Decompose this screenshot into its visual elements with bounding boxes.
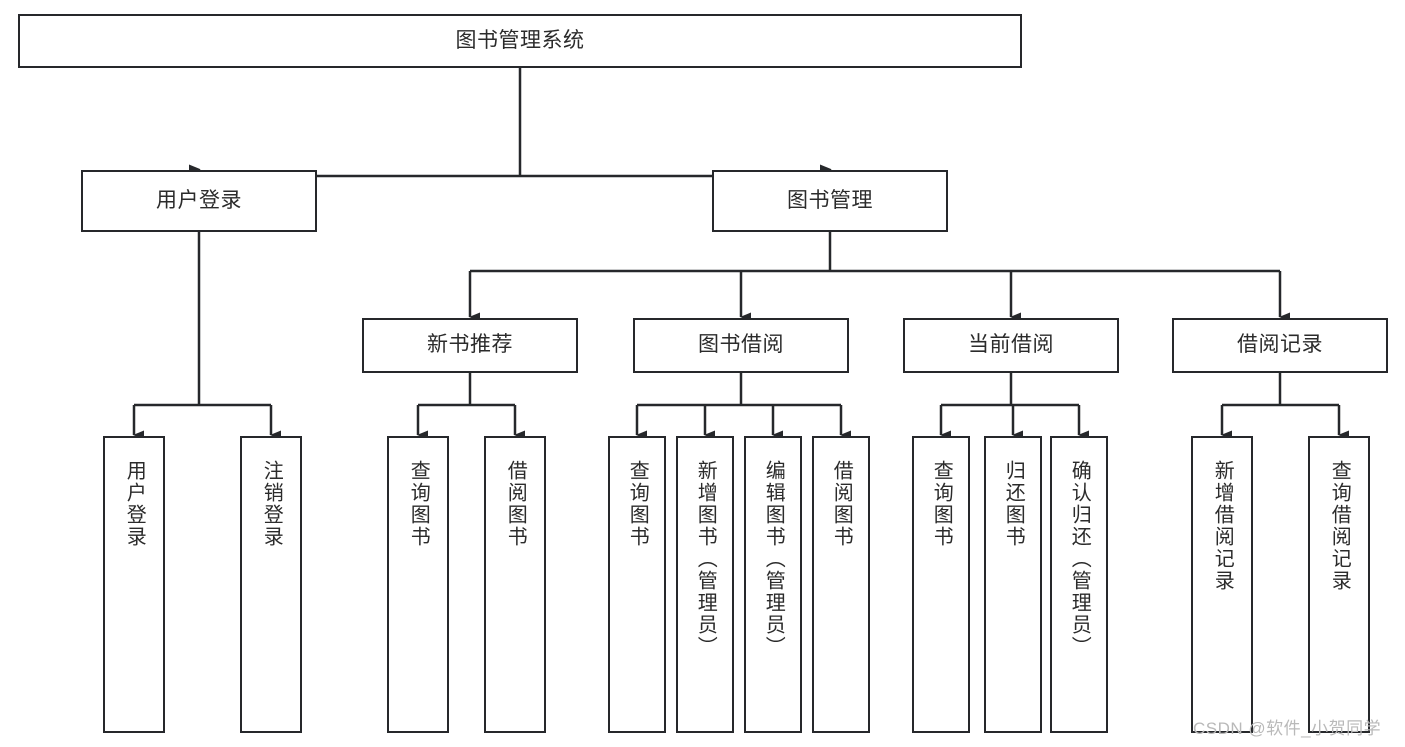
node-leaf-confirm-return-admin[interactable]: 确认归还（管理员） [1050, 436, 1108, 733]
node-borrow-record[interactable]: 借阅记录 [1172, 318, 1388, 373]
node-current-borrow[interactable]: 当前借阅 [903, 318, 1119, 373]
node-leaf-logout[interactable]: 注销登录 [240, 436, 302, 733]
node-label: 借阅记录 [1237, 333, 1323, 357]
node-leaf-add-borrow-record[interactable]: 新增借阅记录 [1191, 436, 1253, 733]
node-label: 编辑图书（管理员） [762, 460, 785, 658]
node-label: 确认归还（管理员） [1068, 460, 1091, 658]
node-leaf-edit-book-admin[interactable]: 编辑图书（管理员） [744, 436, 802, 733]
node-label: 图书管理 [787, 188, 873, 212]
node-leaf-query-book-current[interactable]: 查询图书 [912, 436, 970, 733]
node-leaf-query-book-borrow[interactable]: 查询图书 [608, 436, 666, 733]
node-leaf-user-login[interactable]: 用户登录 [103, 436, 165, 733]
node-book-borrow[interactable]: 图书借阅 [633, 318, 849, 373]
node-label: 新增图书（管理员） [694, 460, 717, 658]
watermark-text: CSDN @软件_小贺同学 [1193, 719, 1382, 738]
node-label: 查询图书 [626, 460, 649, 548]
node-user-login[interactable]: 用户登录 [81, 170, 317, 232]
node-leaf-query-book-recommend[interactable]: 查询图书 [387, 436, 449, 733]
node-leaf-add-book-admin[interactable]: 新增图书（管理员） [676, 436, 734, 733]
node-label: 当前借阅 [968, 333, 1054, 357]
node-label: 用户登录 [156, 188, 242, 212]
node-label: 借阅图书 [504, 460, 527, 548]
node-label: 图书借阅 [698, 333, 784, 357]
node-label: 图书管理系统 [455, 28, 585, 52]
node-book-management[interactable]: 图书管理 [712, 170, 948, 232]
node-label: 注销登录 [260, 460, 283, 548]
node-label: 查询图书 [930, 460, 953, 548]
node-leaf-return-book[interactable]: 归还图书 [984, 436, 1042, 733]
node-leaf-query-borrow-record[interactable]: 查询借阅记录 [1308, 436, 1370, 733]
node-label: 借阅图书 [830, 460, 853, 548]
node-label: 查询图书 [407, 460, 430, 548]
node-label: 归还图书 [1002, 460, 1025, 548]
node-leaf-borrow-book[interactable]: 借阅图书 [812, 436, 870, 733]
node-root[interactable]: 图书管理系统 [18, 14, 1022, 68]
node-label: 新书推荐 [427, 333, 513, 357]
node-label: 新增借阅记录 [1211, 460, 1234, 592]
node-new-book-recommend[interactable]: 新书推荐 [362, 318, 578, 373]
node-label: 用户登录 [123, 460, 146, 548]
node-label: 查询借阅记录 [1328, 460, 1351, 592]
node-leaf-borrow-book-recommend[interactable]: 借阅图书 [484, 436, 546, 733]
